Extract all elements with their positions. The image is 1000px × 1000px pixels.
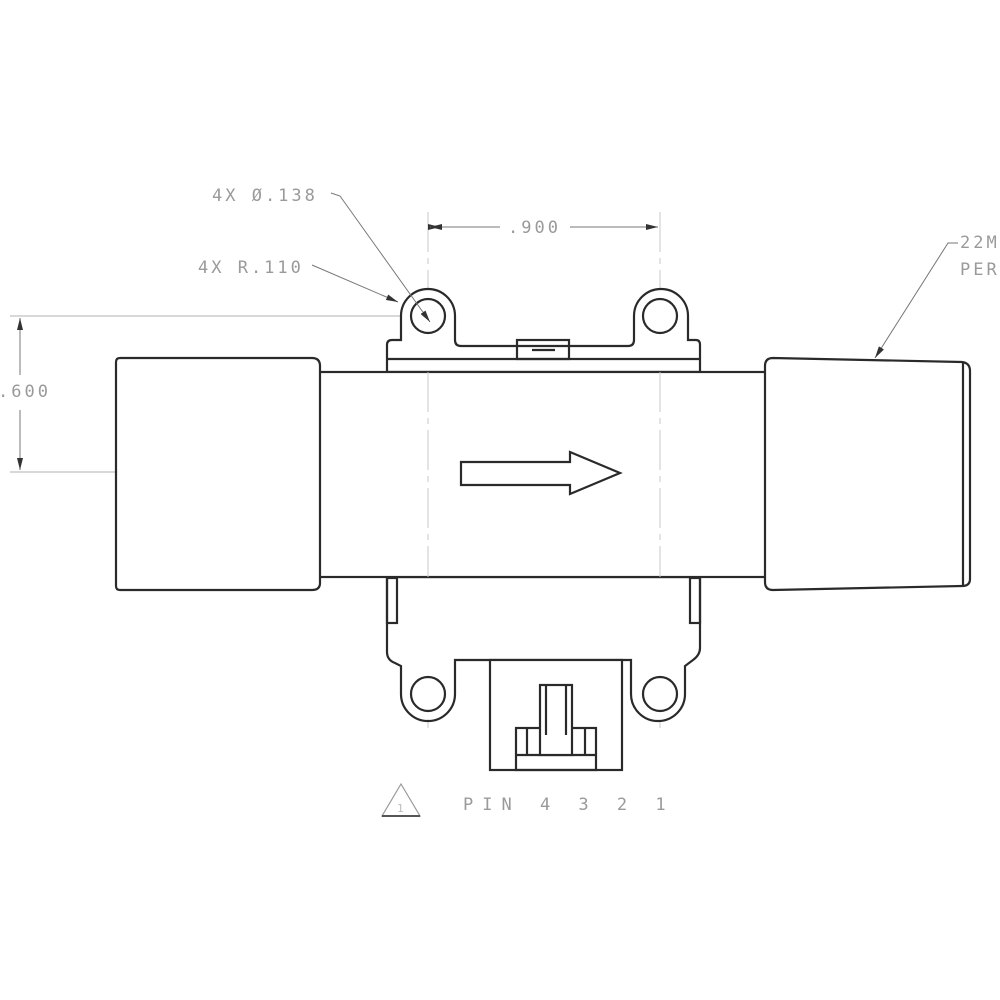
inlet-fitting xyxy=(114,356,322,592)
hole-callout-leader xyxy=(330,192,431,323)
hole-diameter-callout: 4X Ø.138 xyxy=(212,186,318,206)
outlet-fitting xyxy=(763,356,972,592)
mounting-hole-bottom-right xyxy=(641,675,679,713)
radius-callout: 4X R.110 xyxy=(198,258,304,278)
mounting-hole-top-right xyxy=(641,297,679,335)
radius-callout-leader xyxy=(311,264,399,303)
flow-direction-arrow-icon xyxy=(459,450,623,496)
datum-triangle-icon: 1 xyxy=(380,782,422,817)
datum-triangle-label: 1 xyxy=(397,802,404,815)
right-note-line1: 22M xyxy=(960,233,1000,253)
dimension-900: .900 xyxy=(508,218,561,238)
electrical-connector xyxy=(488,658,624,772)
mounting-hole-bottom-left xyxy=(409,675,447,713)
top-mounting-bracket xyxy=(385,287,702,374)
right-note-line2: PER xyxy=(960,260,1000,280)
dimension-600: .600 xyxy=(0,382,51,402)
mounting-hole-top-left xyxy=(409,297,447,335)
bottom-mounting-bracket xyxy=(385,575,702,723)
right-note-leader xyxy=(874,242,958,359)
pin-label: PIN 4 3 2 1 xyxy=(463,795,675,815)
